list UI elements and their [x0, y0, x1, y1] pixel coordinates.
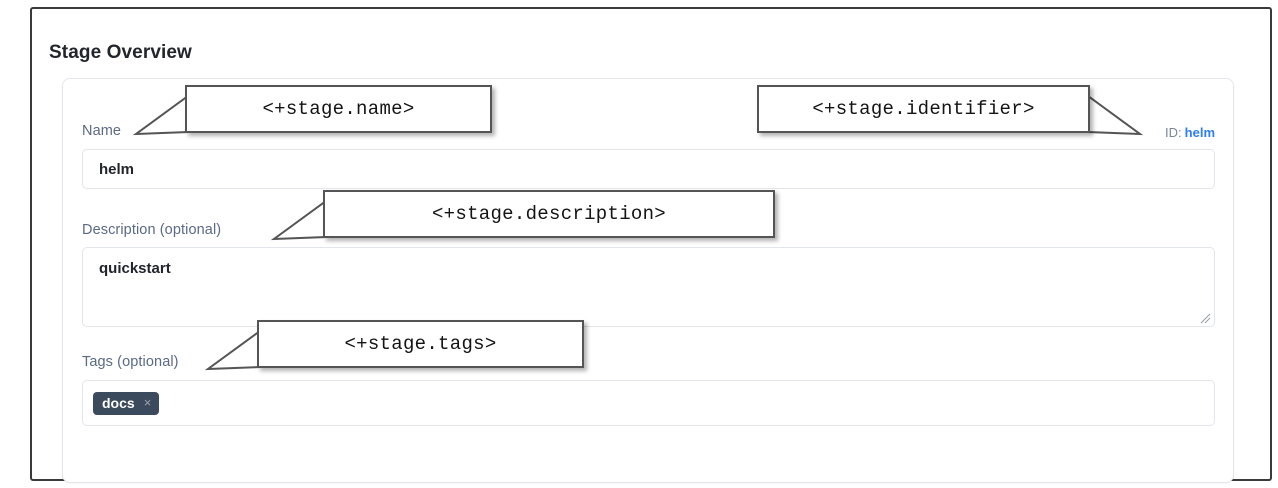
callout-tags: <+stage.tags> [257, 320, 584, 368]
callout-description: <+stage.description> [323, 190, 775, 238]
callout-identifier-text: <+stage.identifier> [812, 98, 1035, 120]
identifier-display: ID:helm [1165, 125, 1215, 140]
screenshot-frame: Stage Overview Name ID:helm Description … [30, 7, 1272, 483]
callout-description-text: <+stage.description> [431, 203, 667, 225]
callout-name: <+stage.name> [185, 85, 492, 133]
callout-identifier: <+stage.identifier> [757, 85, 1090, 133]
tag-chip[interactable]: docs × [93, 391, 160, 415]
stage-overview-card: Name ID:helm Description (optional) quic… [62, 78, 1234, 483]
tag-chip-label: docs [102, 394, 135, 411]
identifier-prefix-label: ID: [1165, 125, 1182, 140]
callout-name-text: <+stage.name> [262, 98, 415, 120]
tags-label: Tags (optional) [82, 354, 179, 370]
description-value: quickstart [99, 260, 171, 277]
name-label: Name [82, 123, 122, 139]
description-textarea[interactable]: quickstart [82, 247, 1215, 327]
identifier-value[interactable]: helm [1184, 125, 1215, 140]
callout-tail-identifier [1086, 94, 1144, 136]
tags-input[interactable]: docs × [82, 380, 1215, 426]
resize-handle-icon[interactable] [1199, 312, 1211, 324]
name-input[interactable] [82, 149, 1215, 189]
callout-tags-text: <+stage.tags> [344, 333, 497, 355]
tag-remove-icon[interactable]: × [143, 395, 152, 410]
description-label: Description (optional) [82, 222, 222, 238]
page-title: Stage Overview [49, 42, 192, 63]
